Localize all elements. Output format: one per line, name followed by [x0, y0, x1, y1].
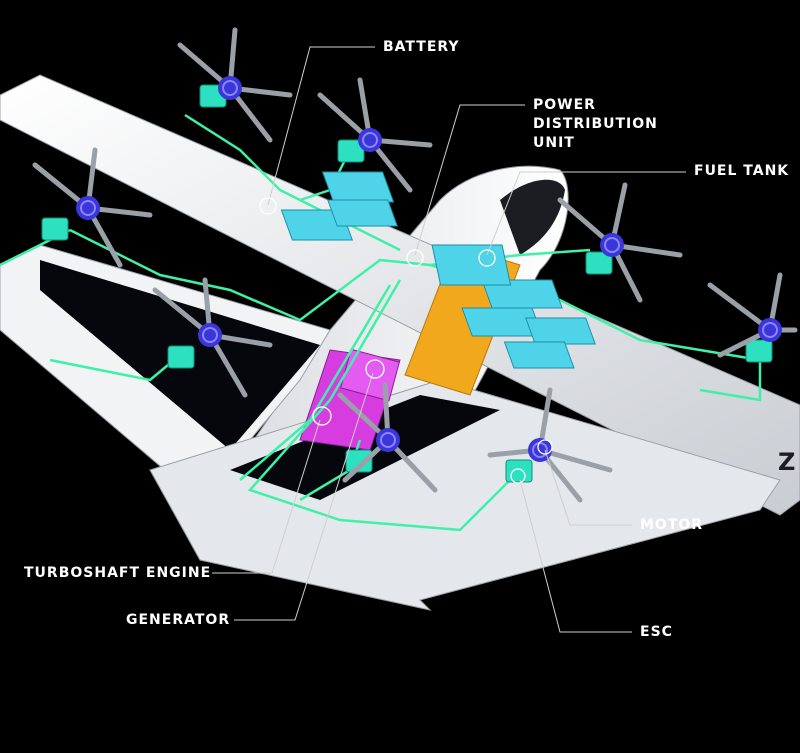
propeller-icon — [152, 277, 273, 398]
motor-callout — [544, 449, 632, 526]
power-distribution-unit — [431, 244, 512, 286]
esc-icon — [41, 217, 69, 241]
battery-marker — [259, 197, 277, 215]
label-generator: GENERATOR — [126, 612, 231, 628]
turboshaft-marker — [312, 406, 332, 426]
esc-icon — [505, 459, 533, 483]
battery-icon — [503, 341, 575, 369]
label-battery: BATTERY — [383, 39, 460, 55]
motor-icon — [600, 233, 624, 257]
motor-marker — [537, 439, 553, 455]
main-wing — [0, 74, 800, 516]
fuel-tank-marker — [478, 249, 496, 267]
label-fuel-tank: FUEL TANK — [694, 163, 790, 179]
motor-icon — [218, 76, 242, 100]
propeller-icon — [337, 382, 438, 493]
generator-marker — [365, 359, 385, 379]
esc-icon — [167, 345, 195, 369]
battery-icon — [321, 171, 395, 203]
motor-icon — [528, 438, 552, 462]
motor-icon — [358, 128, 382, 152]
callout-lines — [212, 46, 686, 633]
propeller-icon — [707, 272, 798, 358]
esc-icon — [585, 251, 613, 275]
cockpit — [500, 179, 565, 255]
esc-icon — [745, 339, 773, 363]
turboshaft-callout — [212, 419, 321, 574]
propeller-icon — [32, 147, 153, 268]
fuel-tank-callout — [486, 171, 686, 256]
esc-units — [41, 84, 773, 483]
esc-icon — [337, 139, 365, 163]
motor-icon — [758, 318, 782, 342]
battery-icon — [525, 317, 596, 345]
esc-callout — [519, 479, 632, 633]
label-turboshaft: TURBOSHAFT ENGINE — [24, 565, 212, 581]
tail-mark: Z — [778, 448, 795, 476]
battery-icon — [327, 199, 398, 227]
pdu-callout — [414, 104, 525, 256]
label-esc: ESC — [640, 624, 673, 640]
propeller-icon — [177, 27, 293, 143]
propeller-icon — [317, 77, 433, 193]
propeller-icon — [557, 182, 683, 303]
pdu-marker — [406, 249, 424, 267]
esc-marker — [510, 468, 526, 484]
battery-pack — [280, 171, 596, 369]
battery-callout — [267, 46, 375, 206]
motor-icon — [76, 196, 100, 220]
motor-icon — [198, 323, 222, 347]
generator-callout — [234, 372, 374, 621]
propeller-icon — [487, 387, 613, 503]
label-motor: MOTOR — [640, 517, 704, 533]
esc-icon — [345, 449, 373, 473]
label-pdu: POWER DISTRIBUTION UNIT — [533, 97, 658, 151]
motor-icon — [376, 428, 400, 452]
